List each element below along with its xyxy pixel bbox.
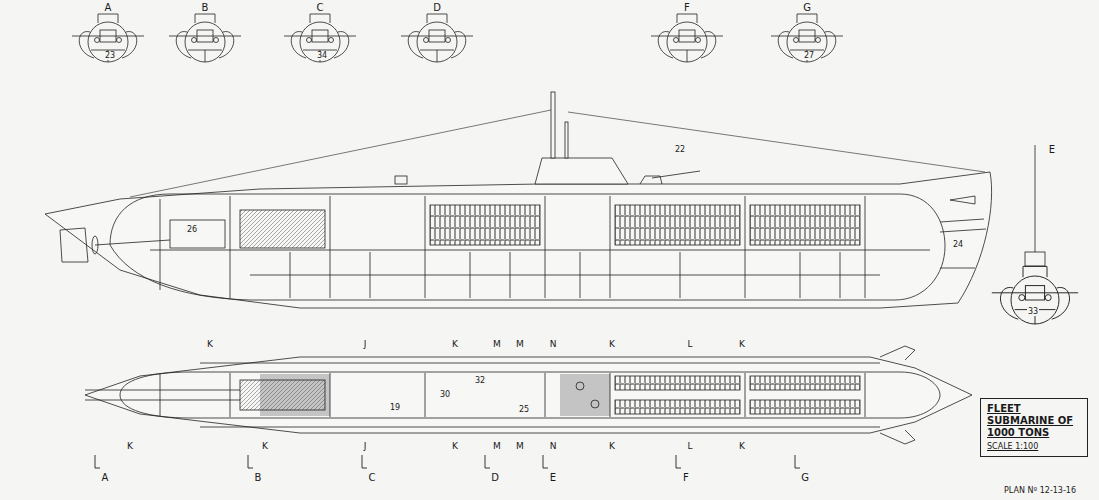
callout-number: 34 bbox=[316, 52, 328, 60]
plan-view-part bbox=[240, 380, 325, 410]
section-letter: C bbox=[368, 473, 377, 483]
cross-sections-part bbox=[651, 14, 723, 62]
cross-sections-part bbox=[771, 14, 843, 62]
section-letter: E bbox=[1048, 145, 1056, 155]
callout-number: 25 bbox=[518, 406, 530, 414]
section-letter: C bbox=[316, 3, 325, 13]
profile-view-part bbox=[250, 252, 880, 298]
section-letter: A bbox=[101, 473, 110, 483]
compartment-letter: N bbox=[549, 442, 558, 451]
compartment-letter: M bbox=[515, 442, 525, 451]
section-letter: B bbox=[201, 3, 210, 13]
callout-number: 23 bbox=[104, 52, 116, 60]
section-letter: D bbox=[432, 3, 442, 13]
section-letter: E bbox=[549, 473, 557, 483]
profile-view-part bbox=[551, 92, 555, 158]
compartment-letter: K bbox=[738, 340, 746, 349]
section-letter: D bbox=[490, 473, 500, 483]
plan-view bbox=[85, 346, 972, 444]
section-e-part bbox=[1035, 145, 1036, 252]
plan-number: PLAN Nº 12-13-16 bbox=[1003, 487, 1077, 495]
callout-number: 30 bbox=[439, 391, 451, 399]
compartment-letter: J bbox=[363, 340, 368, 349]
profile-view-part bbox=[130, 110, 985, 197]
section-letter: G bbox=[802, 3, 812, 13]
profile-view-part bbox=[395, 176, 407, 184]
plan-view-part bbox=[160, 373, 865, 417]
compartment-letter: K bbox=[126, 442, 134, 451]
compartment-letter: K bbox=[451, 340, 459, 349]
profile-view-part bbox=[45, 172, 992, 308]
plan-view-part bbox=[200, 363, 880, 427]
cross-sections-part bbox=[72, 14, 144, 62]
profile-view-part bbox=[640, 171, 700, 184]
compartment-letter: M bbox=[515, 340, 525, 349]
scale-note: SCALE 1:100 bbox=[987, 443, 1081, 452]
callout-number: 22 bbox=[674, 146, 686, 154]
profile-view bbox=[45, 92, 992, 308]
compartment-letter: K bbox=[738, 442, 746, 451]
profile-view-part bbox=[950, 196, 975, 204]
compartment-letter: M bbox=[492, 340, 502, 349]
compartment-letter: K bbox=[608, 340, 616, 349]
callout-number: 26 bbox=[186, 226, 198, 234]
section-letter: G bbox=[800, 473, 810, 483]
section-e-part bbox=[992, 266, 1078, 324]
section-letter: F bbox=[682, 473, 690, 483]
section-letter: F bbox=[683, 3, 691, 13]
callout-number: 19 bbox=[389, 404, 401, 412]
profile-view-part bbox=[750, 205, 860, 245]
section-e bbox=[992, 145, 1078, 324]
compartment-letter: M bbox=[492, 442, 502, 451]
plan-view-part bbox=[880, 346, 915, 444]
profile-view-part bbox=[940, 219, 986, 268]
profile-view-part bbox=[160, 196, 865, 298]
plan-view-part bbox=[591, 400, 599, 408]
plan-view-part bbox=[120, 372, 940, 418]
profile-view-part bbox=[110, 194, 945, 300]
profile-view-part bbox=[170, 220, 225, 248]
profile-view-part bbox=[535, 158, 628, 184]
profile-view-part bbox=[95, 240, 170, 245]
section-markers-part bbox=[95, 455, 800, 468]
compartment-letter: K bbox=[608, 442, 616, 451]
compartment-letter: K bbox=[451, 442, 459, 451]
compartment-letter: K bbox=[261, 442, 269, 451]
profile-view-part bbox=[150, 250, 930, 251]
cross-sections-part bbox=[169, 14, 241, 62]
compartment-letter: K bbox=[206, 340, 214, 349]
plan-view-part bbox=[85, 357, 972, 433]
callout-number: 33 bbox=[1027, 308, 1039, 316]
section-letter: A bbox=[104, 3, 113, 13]
compartment-letter: L bbox=[686, 442, 693, 451]
compartment-letter: L bbox=[686, 340, 693, 349]
cross-sections bbox=[72, 14, 843, 62]
title-block: FLEET SUBMARINE OF 1000 TONS SCALE 1:100 bbox=[980, 398, 1088, 457]
callout-number: 27 bbox=[803, 52, 815, 60]
cross-sections-part bbox=[401, 14, 473, 62]
section-letter: B bbox=[254, 473, 263, 483]
profile-view-part bbox=[60, 228, 88, 262]
profile-view-part bbox=[565, 122, 568, 158]
cross-sections-part bbox=[284, 14, 356, 62]
plan-view-part bbox=[576, 382, 584, 390]
callout-number: 32 bbox=[474, 377, 486, 385]
section-markers bbox=[95, 455, 800, 468]
profile-view-part bbox=[430, 205, 540, 245]
plan-view-part bbox=[750, 400, 860, 414]
plan-view-part bbox=[615, 376, 740, 390]
plan-view-part bbox=[750, 376, 860, 390]
profile-view-part bbox=[240, 210, 325, 248]
section-e-part bbox=[1025, 252, 1045, 266]
plan-view-part bbox=[85, 390, 240, 400]
profile-view-part bbox=[615, 205, 740, 245]
plan-view-part bbox=[615, 400, 740, 414]
compartment-letter: N bbox=[549, 340, 558, 349]
drawing-title: FLEET SUBMARINE OF 1000 TONS bbox=[987, 403, 1081, 439]
callout-number: 24 bbox=[952, 241, 964, 249]
plan-view-part bbox=[560, 374, 610, 416]
compartment-letter: J bbox=[363, 442, 368, 451]
